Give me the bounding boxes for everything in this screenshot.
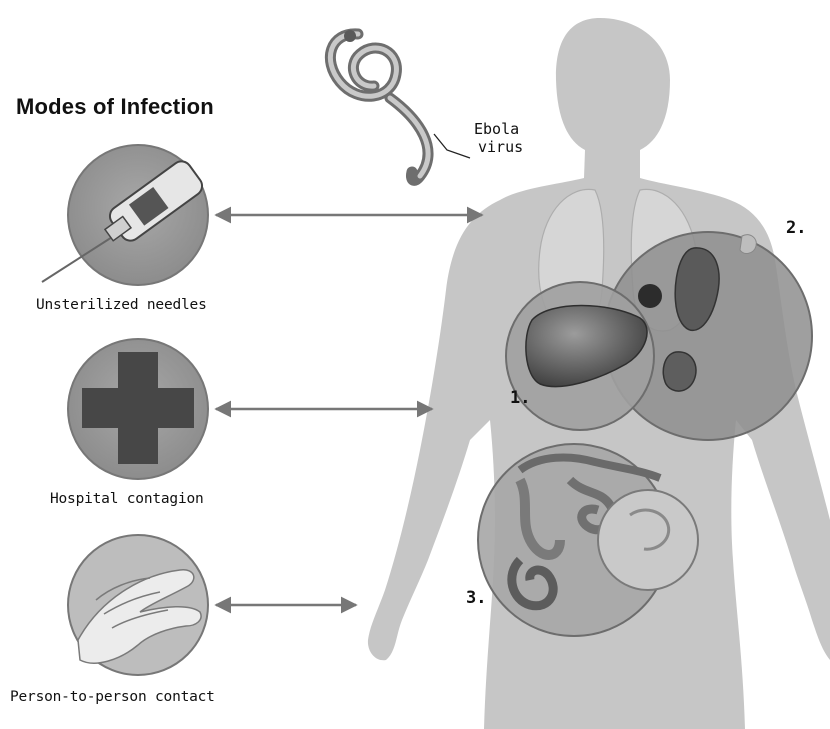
organ-callout-number-3: 3. [466, 588, 486, 608]
ebola-virus-icon [330, 30, 470, 180]
virus-label-line1: Ebola [474, 120, 523, 138]
organ-callout-number-1: 1. [510, 388, 530, 408]
organ-callout-number-2: 2. [786, 218, 806, 238]
mode-label-contact: Person-to-person contact [10, 689, 215, 705]
virus-label-line2: virus [474, 138, 523, 156]
mode-circle-needles [42, 145, 208, 285]
mode-label-hospital: Hospital contagion [50, 491, 204, 507]
mode-circle-contact [68, 535, 208, 675]
page-title: Modes of Infection [16, 94, 214, 120]
mode-label-needles: Unsterilized needles [36, 297, 207, 313]
virus-label: Ebola virus [474, 120, 523, 156]
mode-circle-hospital [68, 339, 208, 479]
virus-leader-line [434, 134, 470, 158]
